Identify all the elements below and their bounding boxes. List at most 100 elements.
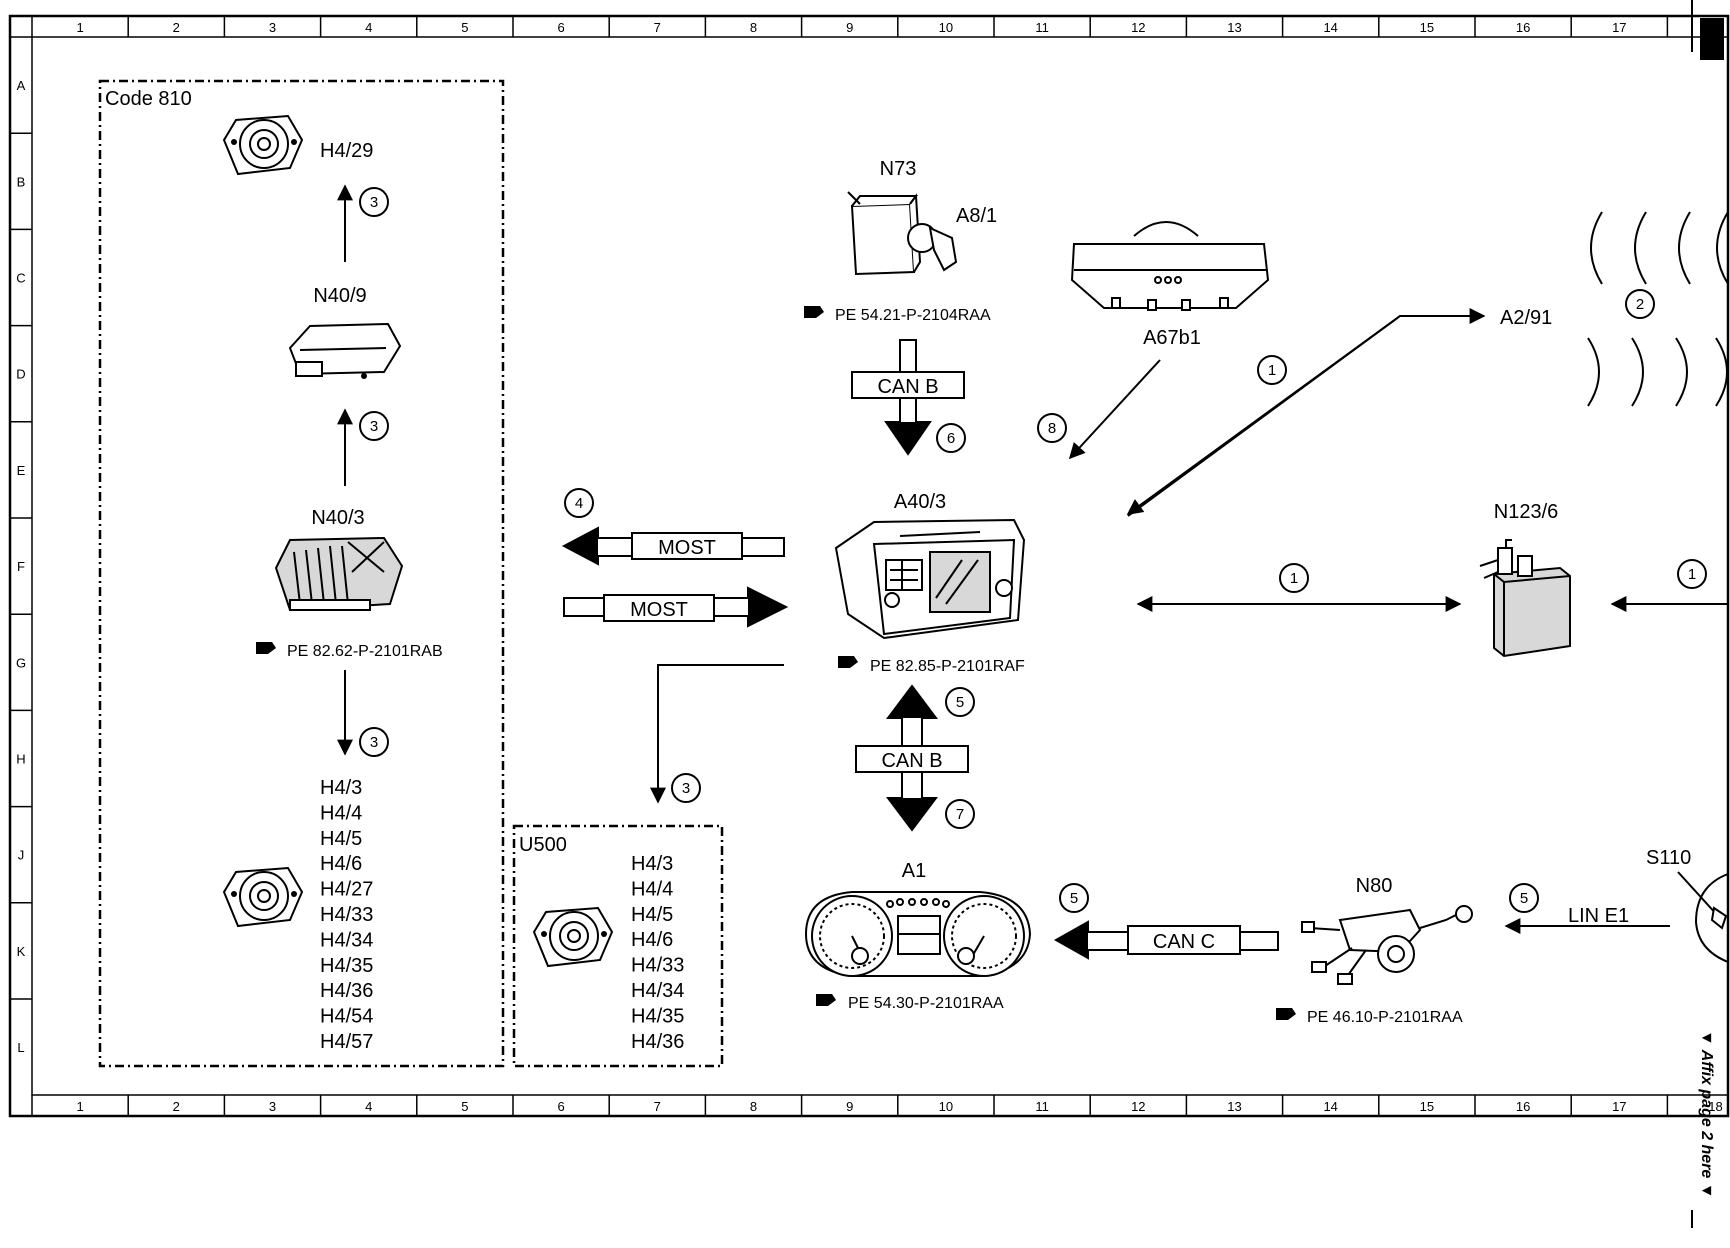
callout-5b: 5 <box>1059 883 1089 913</box>
u500-group-boundary <box>512 824 724 1068</box>
grid-col-label: 15 <box>1420 1099 1434 1114</box>
radio-waves-icon <box>1587 211 1729 407</box>
grid-col-label: 6 <box>557 20 564 35</box>
grid-col-label: 11 <box>1035 1099 1049 1114</box>
grid-col-label: 7 <box>654 1099 661 1114</box>
ref-n40-3: PE 82.62-P-2101RAB <box>256 642 443 660</box>
svg-text:PE 46.10-P-2101RAA: PE 46.10-P-2101RAA <box>1307 1009 1463 1026</box>
svg-text:4: 4 <box>575 495 583 512</box>
grid-col-label: 6 <box>557 1099 564 1114</box>
steering-column-module-n80-icon <box>1301 905 1473 985</box>
instrument-cluster-a1-icon <box>804 891 1032 977</box>
a8-1-label: A8/1 <box>956 205 997 227</box>
inner-frame <box>31 36 1729 1096</box>
amplifier-n40-3-icon <box>274 536 404 612</box>
svg-text:3: 3 <box>370 194 378 211</box>
n80-label: N80 <box>1356 875 1393 897</box>
speaker-list-item: H4/5 <box>320 828 362 850</box>
svg-text:5: 5 <box>1070 890 1078 907</box>
module-n123-6-icon <box>1479 539 1571 658</box>
speaker-list-item: H4/35 <box>320 955 373 977</box>
grid-col-label: 4 <box>365 20 372 35</box>
grid-col-label: 8 <box>750 1099 757 1114</box>
grid-col-label: 17 <box>1612 1099 1626 1114</box>
speaker-h4-29-icon <box>222 114 304 176</box>
svg-text:CAN B: CAN B <box>881 750 942 772</box>
head-unit-a40-3-icon <box>834 518 1026 640</box>
code810-group-boundary <box>98 79 505 1068</box>
grid-col-label: 17 <box>1612 20 1626 35</box>
most-bus-out: MOST <box>561 526 785 566</box>
grid-col-label: 5 <box>461 1099 468 1114</box>
n40-3-label: N40/3 <box>311 507 364 529</box>
grid-col-label: 1 <box>76 1099 83 1114</box>
speaker-list-item: H4/3 <box>320 777 362 799</box>
speaker-list-item: H4/57 <box>320 1031 373 1053</box>
speaker-list-item: H4/3 <box>631 853 673 875</box>
speaker-list-item: H4/54 <box>320 1006 373 1028</box>
grid-col-label: 16 <box>1516 20 1530 35</box>
grid-col-label: 1 <box>76 20 83 35</box>
svg-text:7: 7 <box>956 806 964 823</box>
speaker-left-list-icon <box>222 866 304 928</box>
grid-col-label: 13 <box>1227 20 1241 35</box>
svg-text:8: 8 <box>1048 420 1056 437</box>
callout-1b: 1 <box>1279 563 1309 593</box>
grid-col-label: 9 <box>846 1099 853 1114</box>
u500-label: U500 <box>519 834 567 856</box>
svg-text:MOST: MOST <box>658 537 716 559</box>
speaker-list-item: H4/6 <box>320 853 362 875</box>
grid-col-label: 3 <box>269 1099 276 1114</box>
callout-8: 8 <box>1037 413 1067 443</box>
n123-6-label: N123/6 <box>1494 501 1559 523</box>
callout-6: 6 <box>936 423 966 453</box>
grid-col-label: 5 <box>461 20 468 35</box>
grid-row-label: H <box>16 752 25 767</box>
affix-page-note: ▼ Affix page 2 here ▼ <box>1698 1030 1715 1199</box>
speaker-list-item: H4/27 <box>320 879 373 901</box>
grid-col-label: 18 <box>1708 1099 1722 1114</box>
n40-9-label: N40/9 <box>313 285 366 307</box>
callout-7: 7 <box>945 799 975 829</box>
grid-col-label: 18 <box>1708 20 1722 35</box>
svg-text:3: 3 <box>370 734 378 751</box>
svg-text:5: 5 <box>956 694 964 711</box>
svg-text:3: 3 <box>682 780 690 797</box>
speaker-list-item: H4/4 <box>631 878 673 900</box>
speaker-list-item: H4/36 <box>320 980 373 1002</box>
grid-col-label: 16 <box>1516 1099 1530 1114</box>
ref-n73: PE 54.21-P-2104RAA <box>804 306 991 324</box>
grid-row-label: G <box>16 655 26 670</box>
svg-text:MOST: MOST <box>630 599 688 621</box>
grid-col-label: 2 <box>173 20 180 35</box>
callout-1a: 1 <box>1257 355 1287 385</box>
svg-text:CAN C: CAN C <box>1153 931 1215 953</box>
grid-col-label: 2 <box>173 1099 180 1114</box>
grid-col-label: 7 <box>654 20 661 35</box>
a2-91-label: A2/91 <box>1500 307 1552 329</box>
svg-text:6: 6 <box>947 430 955 447</box>
speaker-list-item: H4/5 <box>631 904 673 926</box>
grid-row-label: F <box>17 559 25 574</box>
grid-col-label: 13 <box>1227 1099 1241 1114</box>
grid-row-label: A <box>17 78 26 93</box>
speaker-list-item: H4/33 <box>631 955 684 977</box>
mirror-a67b1-icon <box>1070 221 1270 311</box>
grid-col-label: 4 <box>365 1099 372 1114</box>
callout-2: 2 <box>1625 289 1655 319</box>
svg-text:3: 3 <box>370 418 378 435</box>
callout-1c: 1 <box>1677 559 1707 589</box>
ref-n80: PE 46.10-P-2101RAA <box>1276 1008 1463 1026</box>
speaker-list-left: H4/3H4/4H4/5H4/6H4/27H4/33H4/34H4/35H4/3… <box>320 777 373 1053</box>
callout-5c: 5 <box>1509 883 1539 913</box>
svg-text:5: 5 <box>1520 890 1528 907</box>
callout-3b: 3 <box>359 411 389 441</box>
speaker-list-item: H4/34 <box>320 929 373 951</box>
grid-col-label: 12 <box>1131 1099 1145 1114</box>
grid-col-label: 3 <box>269 20 276 35</box>
speaker-u500-icon <box>532 906 614 968</box>
speaker-list-item: H4/33 <box>320 904 373 926</box>
lin-e1-label: LIN E1 <box>1568 905 1629 927</box>
